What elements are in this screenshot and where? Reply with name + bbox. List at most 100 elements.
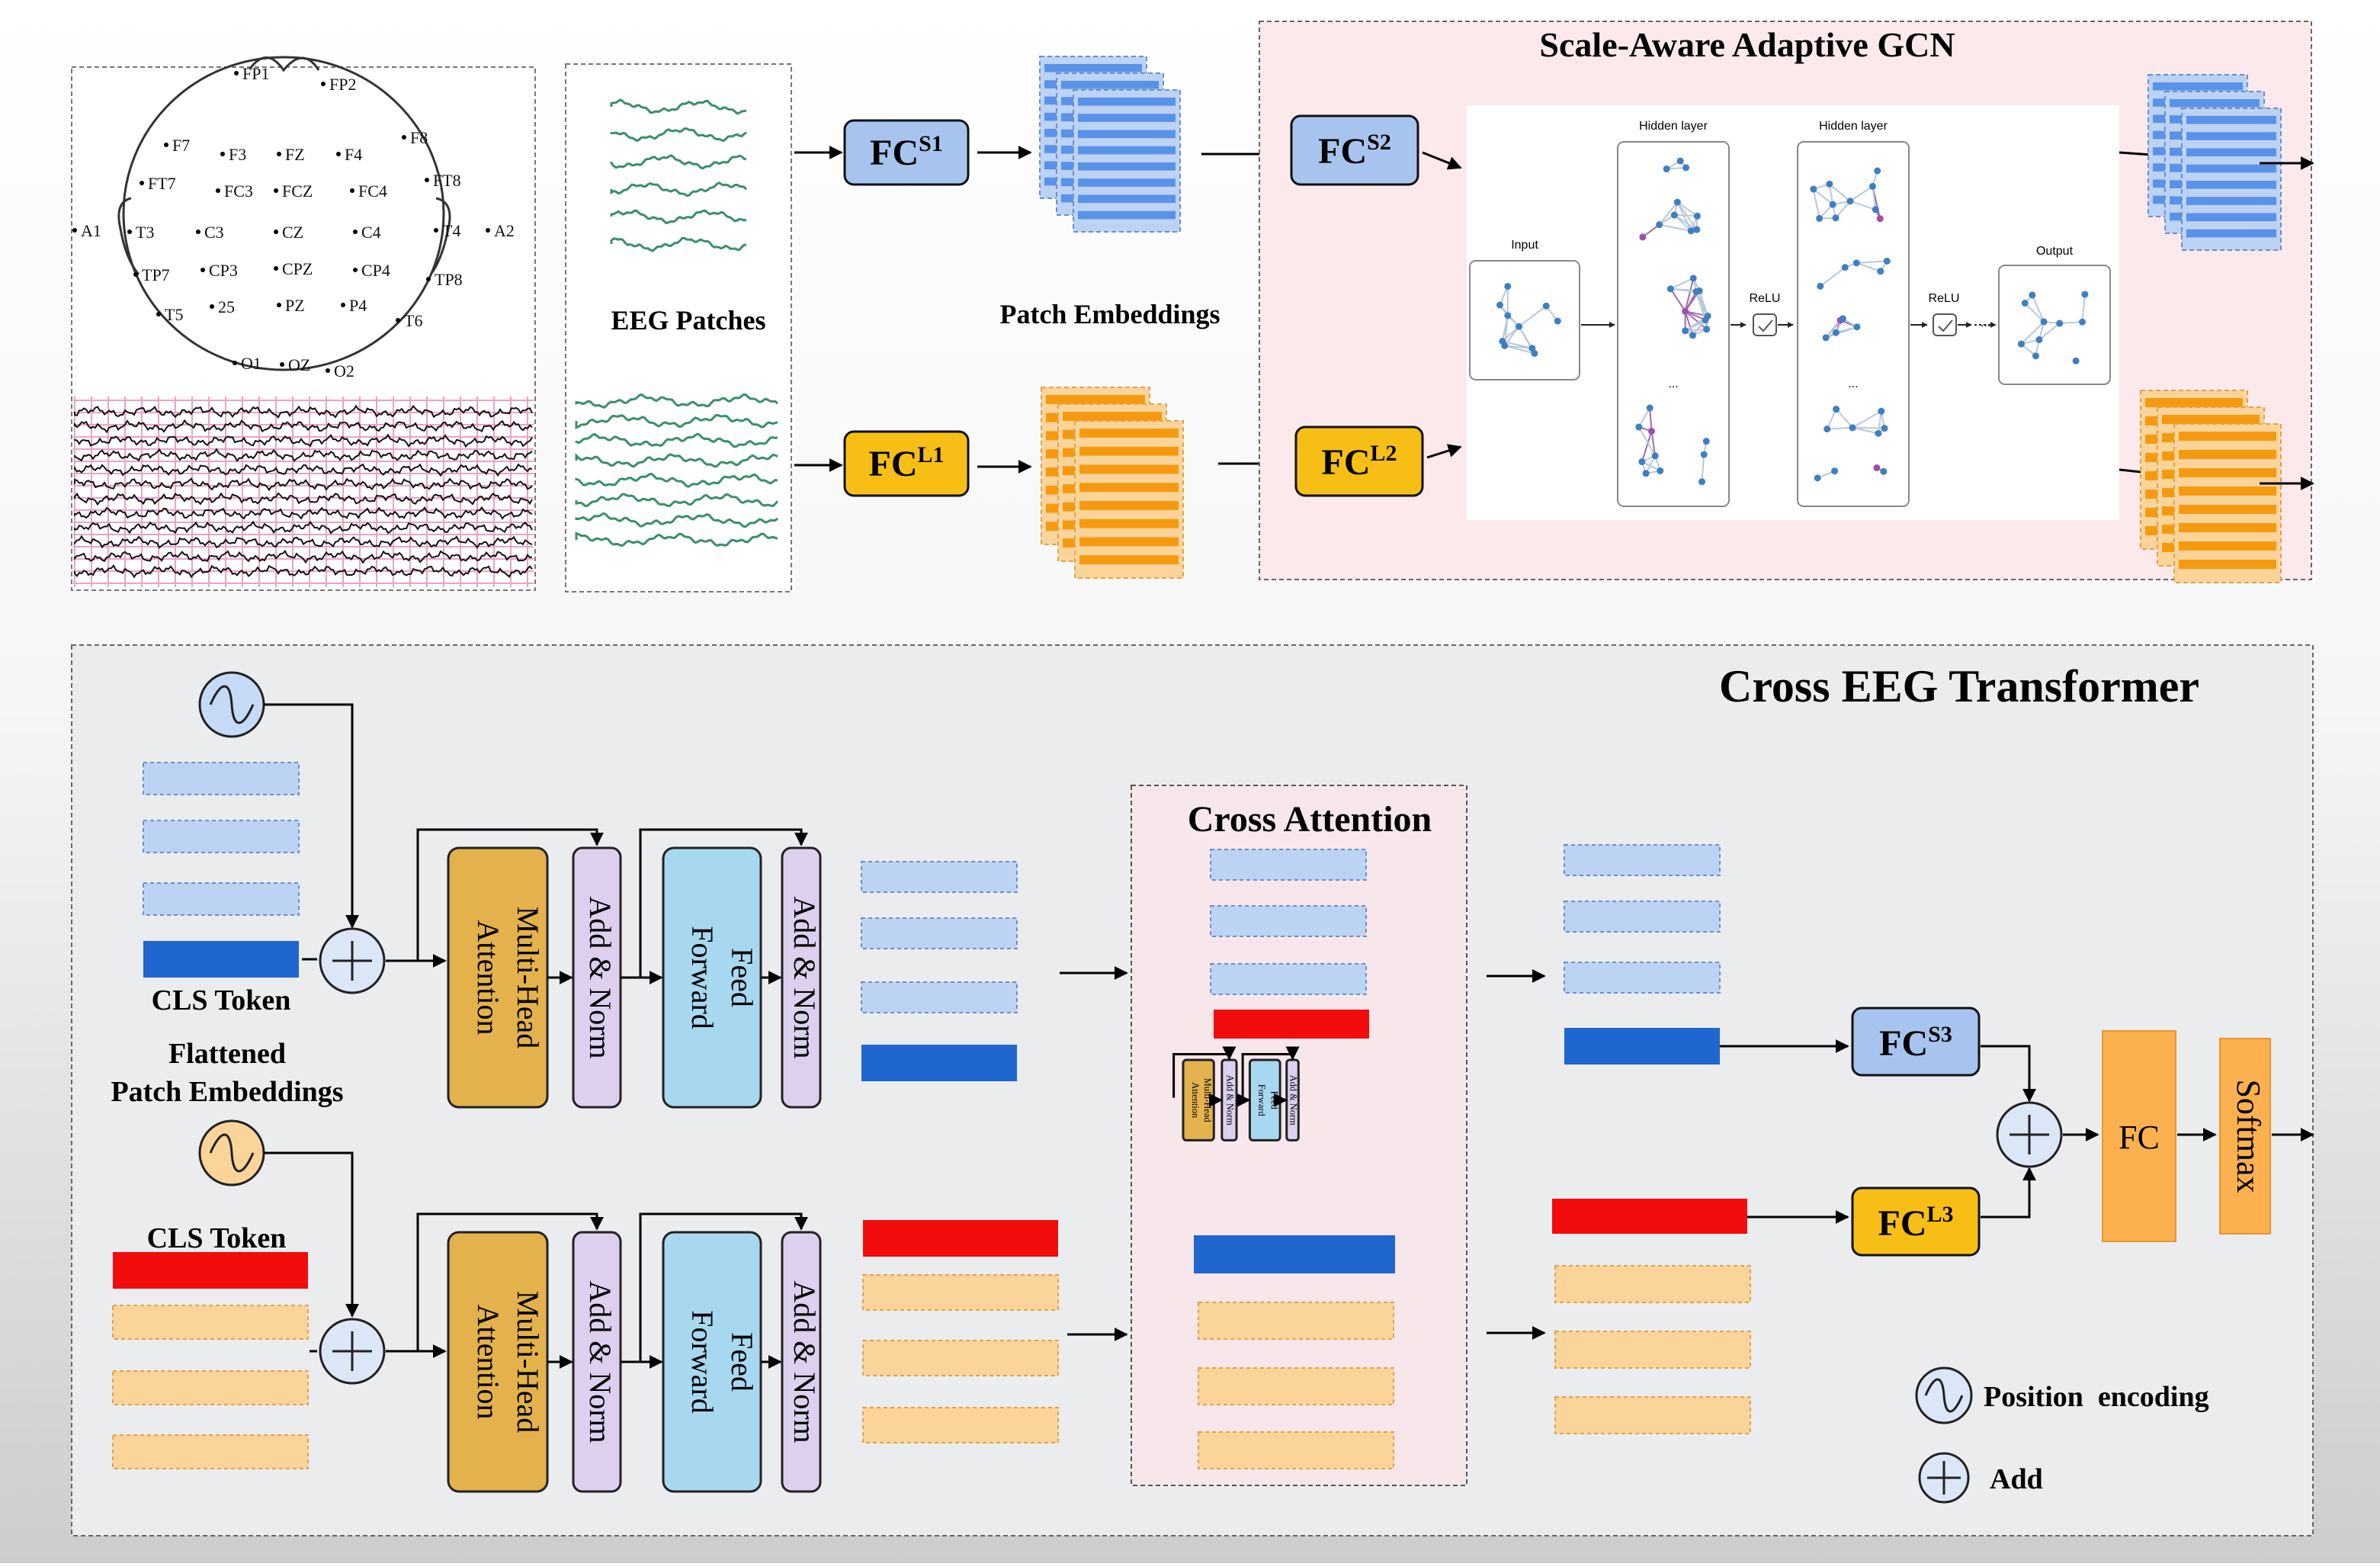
eeg-patches-panel: EEG Patches xyxy=(566,64,791,592)
flattened-label-2: Patch Embeddings xyxy=(111,1076,343,1108)
add-norm-1: Add & Norm xyxy=(573,848,621,1107)
legend-position-label: Position encoding xyxy=(1984,1381,2209,1413)
short-patch-embedding-stack xyxy=(1040,56,1180,232)
svg-text:ReLU: ReLU xyxy=(1750,292,1781,305)
enc-long-out-1 xyxy=(863,1275,1058,1310)
fc-final-box: FC xyxy=(2103,1031,2176,1241)
pos-encoding-bottom xyxy=(200,1121,264,1185)
gcn-hidden-layer-1: Hidden layer ... xyxy=(1618,120,1729,506)
svg-text:Add & Norm: Add & Norm xyxy=(1288,1075,1299,1125)
svg-text:T6: T6 xyxy=(404,311,422,330)
short-token-3 xyxy=(143,883,299,915)
cross-long-out-1 xyxy=(1555,1266,1750,1302)
svg-text:Hidden layer: Hidden layer xyxy=(1819,120,1888,133)
add-norm-2: Add & Norm xyxy=(782,848,822,1107)
svg-text:FT8: FT8 xyxy=(433,171,461,190)
fc-l3-box: FCL3 xyxy=(1852,1188,1979,1255)
svg-text:...: ... xyxy=(1668,377,1678,390)
cross-short-out-2 xyxy=(1564,901,1720,932)
svg-text:A2: A2 xyxy=(494,221,515,240)
softmax-box: Softmax xyxy=(2220,1039,2270,1234)
svg-text:CP4: CP4 xyxy=(361,261,390,280)
multi-head-attention: Multi-HeadAttention xyxy=(1183,1060,1214,1140)
gcn-output-block: Output xyxy=(1999,245,2110,384)
svg-text:Output: Output xyxy=(2036,245,2074,258)
svg-text:F3: F3 xyxy=(229,145,246,164)
legend-add-label: Add xyxy=(1990,1463,2043,1495)
gcn-inset: Input Hidden layer ... ReLU Hidden layer… xyxy=(1467,105,2119,520)
multi-head-attention: Multi-HeadAttention xyxy=(448,1232,547,1492)
gcn-title: Scale-Aware Adaptive GCN xyxy=(1539,25,1955,64)
svg-text:C4: C4 xyxy=(361,223,381,242)
svg-text:FC: FC xyxy=(2119,1119,2160,1156)
enc-short-out-3 xyxy=(861,982,1017,1013)
svg-text:O1: O1 xyxy=(241,354,261,373)
svg-text:FP2: FP2 xyxy=(329,75,356,94)
short-token-2 xyxy=(143,820,299,853)
feed-forward: FeedForward xyxy=(1249,1060,1280,1140)
cross-short-out-3 xyxy=(1564,962,1720,993)
fc-s2-box: FCS2 xyxy=(1291,116,1418,185)
long-token-3 xyxy=(113,1435,308,1469)
svg-text:Add & Norm: Add & Norm xyxy=(787,1280,822,1443)
add-node xyxy=(320,1319,384,1383)
svg-text:CP3: CP3 xyxy=(209,261,238,280)
cross-short-out-1 xyxy=(1564,845,1720,875)
svg-text:TP8: TP8 xyxy=(435,270,463,289)
svg-text:CZ: CZ xyxy=(282,223,303,242)
svg-text:...: ... xyxy=(1848,377,1858,390)
svg-text:Add & Norm: Add & Norm xyxy=(787,896,822,1058)
svg-text:CPZ: CPZ xyxy=(282,259,313,278)
cross-short-out-cls xyxy=(1564,1028,1720,1064)
long-token-2 xyxy=(113,1371,308,1405)
feed-forward: FeedForward xyxy=(663,1232,761,1492)
svg-text:Input: Input xyxy=(1511,239,1538,252)
fc-s1-box: FCS1 xyxy=(845,120,968,185)
svg-text:Hidden layer: Hidden layer xyxy=(1639,120,1708,133)
svg-text:T3: T3 xyxy=(136,223,154,242)
cross-long-out-3 xyxy=(1555,1397,1750,1434)
svg-text:Add & Norm: Add & Norm xyxy=(583,896,617,1058)
enc-long-out-cls xyxy=(863,1220,1058,1257)
fc-l1-box: FCL1 xyxy=(845,432,968,496)
enc-long-out-3 xyxy=(863,1408,1058,1443)
long-cls-token xyxy=(113,1252,308,1289)
pos-encoding-top xyxy=(200,673,264,737)
svg-text:FC3: FC3 xyxy=(224,181,253,201)
svg-text:OZ: OZ xyxy=(288,355,310,374)
cls-token-label-top: CLS Token xyxy=(152,984,291,1016)
svg-text:T4: T4 xyxy=(442,221,460,240)
cls-token-label-bottom: CLS Token xyxy=(147,1222,287,1254)
feed-forward: FeedForward xyxy=(663,848,761,1107)
svg-text:P4: P4 xyxy=(349,296,367,315)
svg-text:FZ: FZ xyxy=(285,145,305,164)
gcn-hidden-layer-2: Hidden layer ... xyxy=(1798,120,1909,506)
svg-text:A1: A1 xyxy=(81,221,101,240)
svg-text:FC4: FC4 xyxy=(358,181,387,201)
svg-text:Softmax: Softmax xyxy=(2230,1079,2267,1193)
add-norm-2: Add & Norm xyxy=(1287,1060,1299,1140)
svg-text:Add & Norm: Add & Norm xyxy=(1225,1075,1236,1125)
enc-short-out-2 xyxy=(861,918,1017,949)
svg-text:Add & Norm: Add & Norm xyxy=(583,1280,617,1443)
svg-text:FT7: FT7 xyxy=(148,174,176,193)
svg-text:T5: T5 xyxy=(165,305,183,324)
enc-short-out-1 xyxy=(861,862,1017,892)
svg-text:F8: F8 xyxy=(410,128,428,147)
transformer-title: Cross EEG Transformer xyxy=(1719,661,2199,711)
patch-embeddings-label: Patch Embeddings xyxy=(999,299,1220,329)
svg-text:FP1: FP1 xyxy=(242,64,269,83)
svg-text:PZ: PZ xyxy=(285,296,305,315)
final-add-node xyxy=(1997,1103,2061,1167)
multi-head-attention: Multi-HeadAttention xyxy=(448,848,547,1107)
cross-long-out-cls xyxy=(1552,1199,1747,1234)
short-cls-token xyxy=(143,941,299,978)
svg-text:FCZ: FCZ xyxy=(282,181,313,201)
svg-text:TP7: TP7 xyxy=(142,265,170,284)
enc-long-out-2 xyxy=(863,1341,1058,1376)
cross-long-out-2 xyxy=(1555,1331,1750,1368)
fc-s3-box: FCS3 xyxy=(1852,1008,1979,1075)
